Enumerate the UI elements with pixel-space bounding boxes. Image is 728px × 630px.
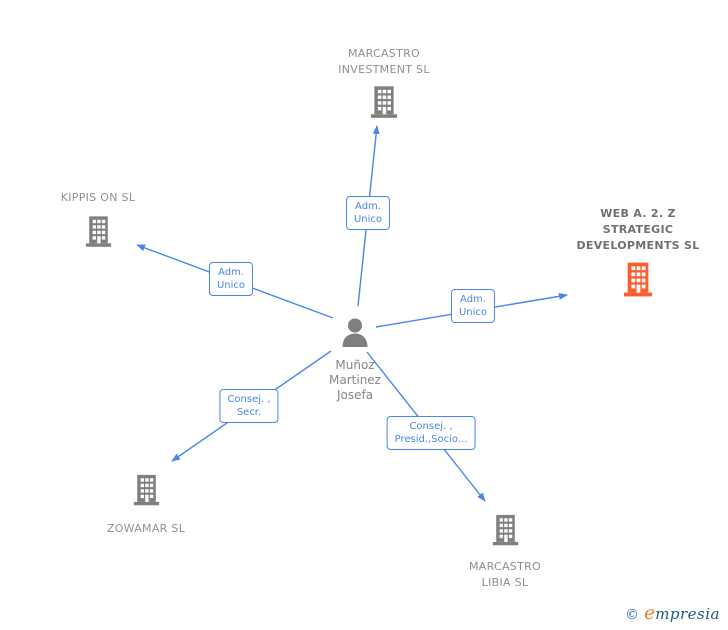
company-name: ZOWAMAR SL (106, 522, 186, 535)
empresia-logo: empresia (644, 602, 720, 624)
edge-label-adm-unico-investment: Adm. Unico (345, 196, 391, 230)
copyright-icon: © (624, 607, 639, 623)
edge-label-consej-secr: Consej. , Secr. (219, 389, 279, 423)
building-icon (623, 262, 653, 302)
company-name: MARCASTRO INVESTMENT SL (338, 47, 430, 76)
node-marcastro-investment[interactable]: MARCASTRO INVESTMENT SL (304, 46, 464, 123)
company-name: KIPPIS ON SL (60, 191, 136, 204)
node-marcastro-libia[interactable]: MARCASTRO LIBIA SL (425, 514, 585, 591)
company-name: MARCASTRO LIBIA SL (468, 560, 542, 589)
node-person-munoz-martinez-josefa[interactable]: Muñoz Martinez Josefa (295, 318, 415, 403)
edge-label-adm-unico-web: Adm. Unico (450, 289, 496, 323)
edge-label-consej-presid-socio: Consej. , Presid.,Socio... (386, 416, 476, 450)
building-icon (370, 86, 398, 123)
building-icon (133, 474, 160, 511)
building-icon (85, 216, 112, 252)
node-web-a2z-strategic[interactable]: WEB A. 2. Z STRATEGIC DEVELOPMENTS SL (556, 206, 720, 302)
person-icon (340, 318, 370, 351)
node-zowamar[interactable]: ZOWAMAR SL (66, 474, 226, 537)
person-name: Muñoz Martinez Josefa (329, 358, 381, 402)
empresia-watermark: © empresia (625, 602, 720, 624)
logo-text: mpresia (655, 605, 720, 623)
company-name: WEB A. 2. Z STRATEGIC DEVELOPMENTS SL (576, 207, 700, 252)
edge-label-adm-unico-kippis: Adm. Unico (208, 262, 254, 296)
logo-initial: e (643, 602, 656, 624)
node-kippis-on[interactable]: KIPPIS ON SL (18, 190, 178, 252)
building-icon (492, 514, 519, 551)
